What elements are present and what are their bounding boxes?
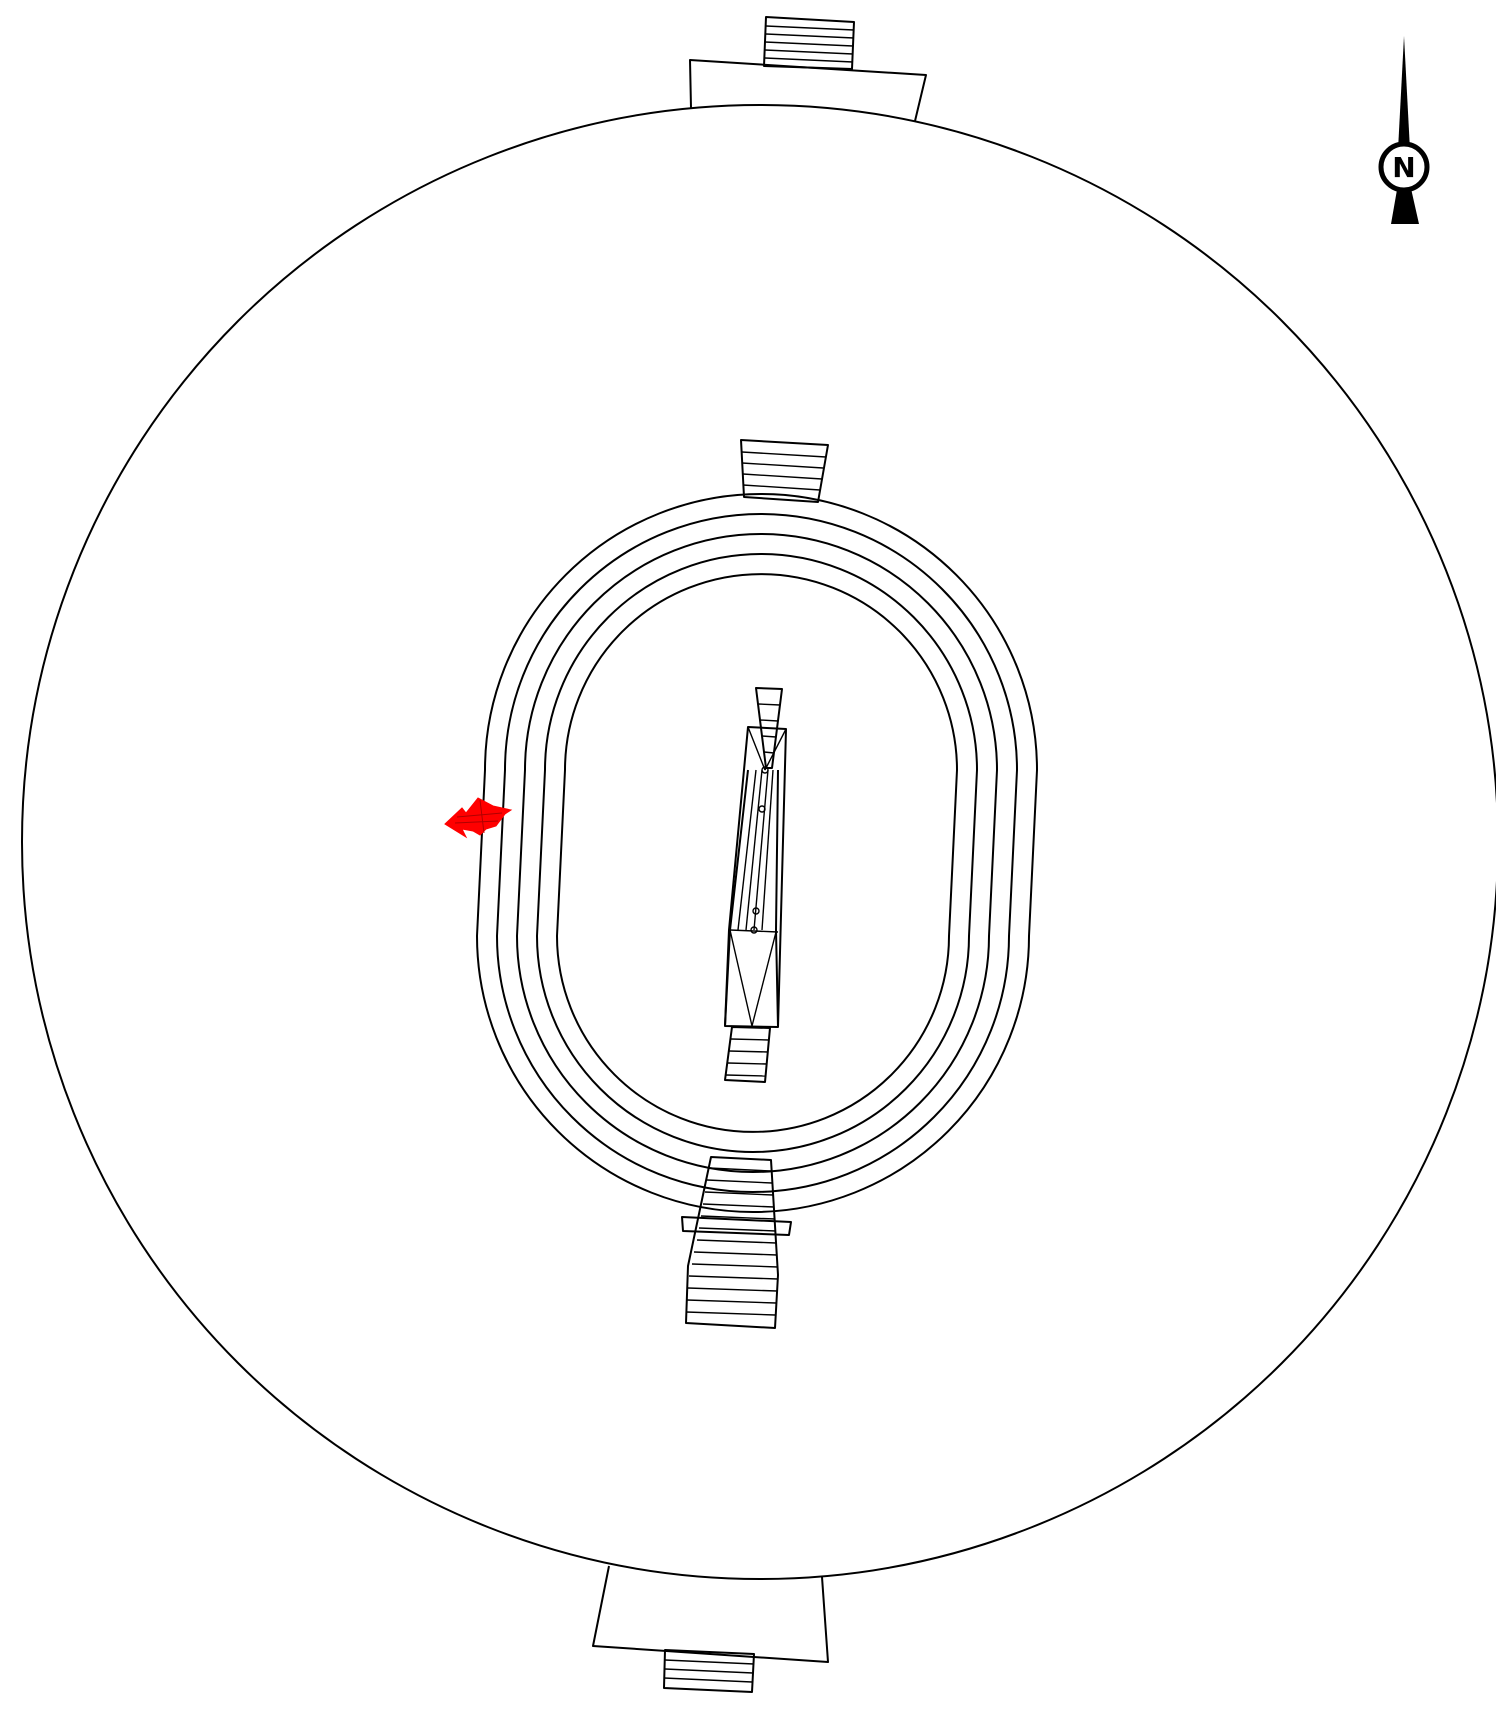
north-gate-steps [763, 16, 855, 70]
track-lane [536, 553, 978, 1153]
north-arrow-letter: N [1392, 151, 1415, 184]
track-lane [556, 573, 958, 1133]
north-entrance-gate [689, 16, 927, 122]
track-lane [516, 533, 998, 1173]
track-lane [476, 493, 1038, 1213]
track-south-stairs [681, 1156, 792, 1329]
north-arrow-icon: N [1378, 36, 1430, 224]
central-structure [724, 687, 787, 1083]
red-position-marker-icon[interactable] [444, 797, 513, 839]
running-track [476, 493, 1038, 1213]
track-north-stairs [740, 439, 829, 503]
track-lane [496, 513, 1018, 1193]
outer-boundary-circle [21, 104, 1496, 1580]
south-gate-steps [663, 1649, 755, 1693]
south-entrance-gate [592, 1565, 829, 1693]
